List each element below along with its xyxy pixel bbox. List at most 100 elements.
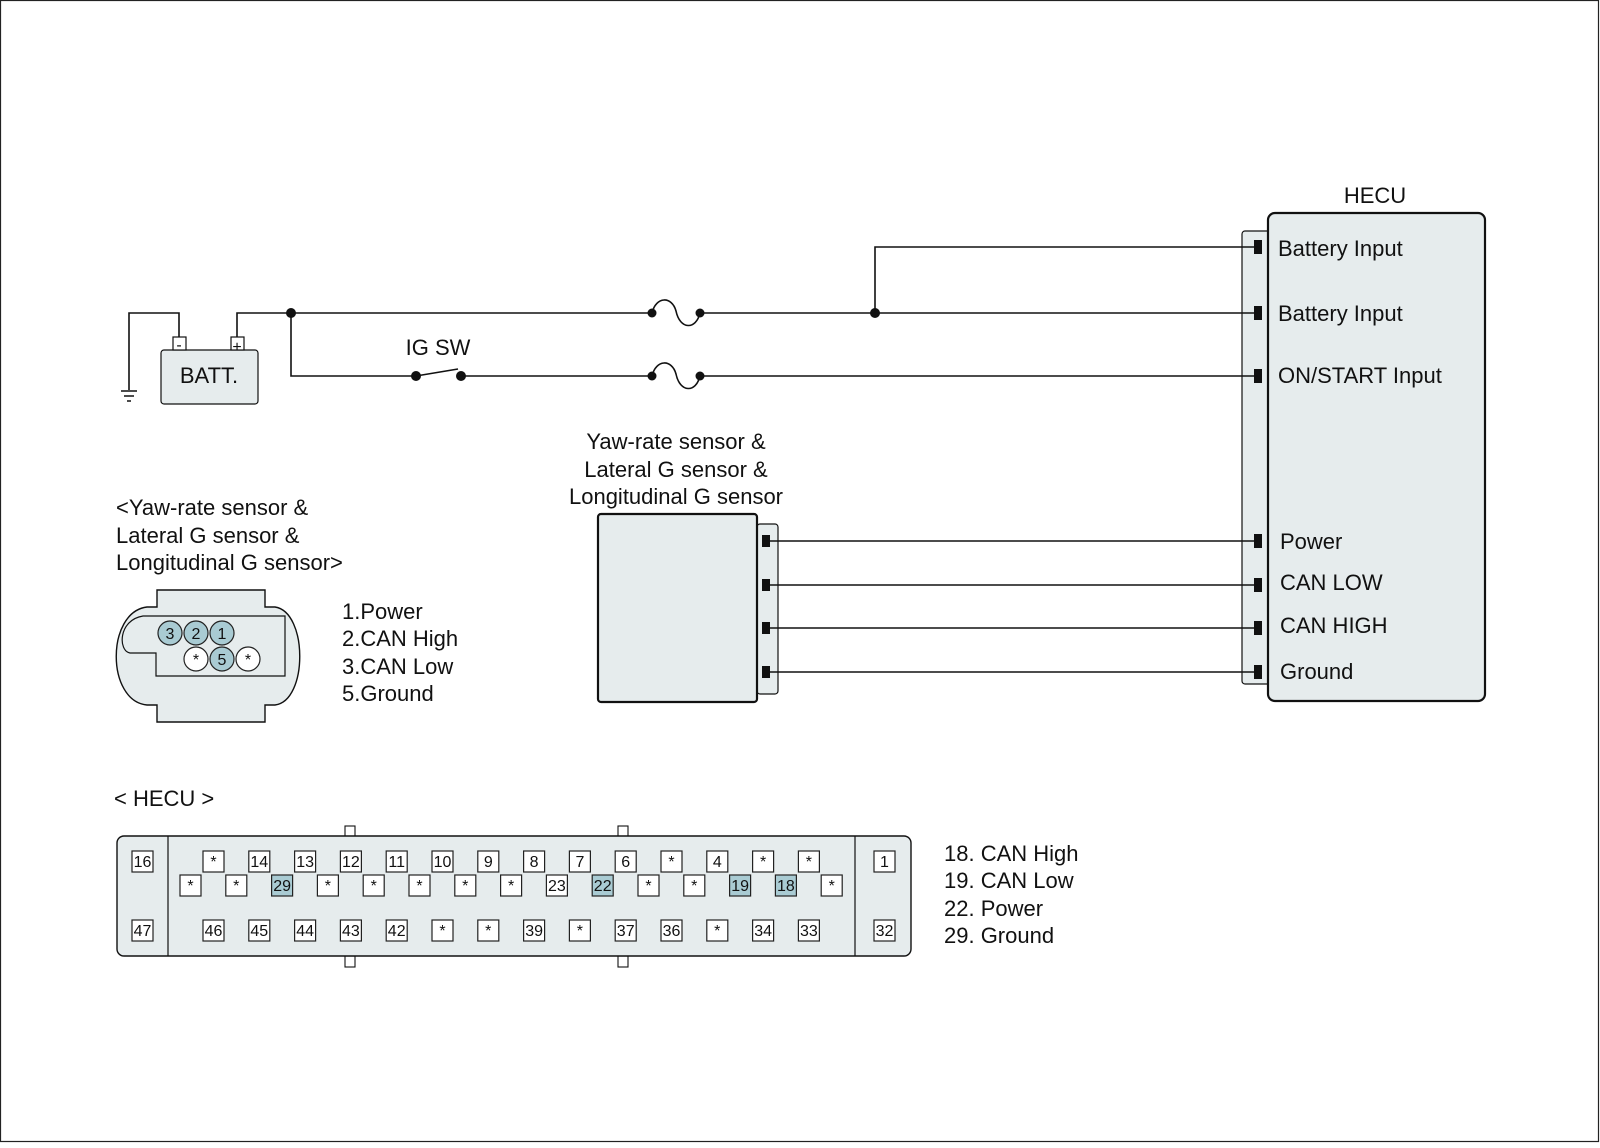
hecu-connector-pin [522,850,546,873]
hecu-connector-pin [131,850,154,873]
hecu-connector-pin [660,850,683,873]
sensor-title-line-2: Lateral G sensor & [584,457,768,482]
hecu-connector-pin-label: 12 [342,854,360,871]
hecu-connector-pin [568,850,592,873]
hecu-connector-pin [545,874,569,897]
hecu-connector-pin [294,919,317,942]
hecu-connector-pin [248,919,271,942]
hecu-connector-pin [774,874,798,897]
sensor-title-line-1: Yaw-rate sensor & [586,429,766,454]
ground-icon [121,390,137,402]
sensor-connector-pin-label: * [193,652,199,669]
sensor-module: Yaw-rate sensor & Lateral G sensor & Lon… [569,429,1258,704]
hecu-connector-pin [477,850,500,873]
hecu-connector-pin-label: * [485,923,491,940]
hecu-connector-pin [248,850,271,873]
hecu-connector-pin-label: 1 [880,854,889,871]
hecu-connector-pin [873,919,896,942]
sensor-connector-pin-label: 5 [218,652,227,669]
hecu-connector-pin-label: 37 [617,923,635,940]
hecu-connector-pin [500,874,523,897]
sensor-connector-title-line-1: <Yaw-rate sensor & [116,495,309,520]
hecu-connector-pin-label: * [577,923,583,940]
battery: BATT. - + [121,312,259,405]
hecu-connector-pin [271,874,294,897]
sensor-connector-view: <Yaw-rate sensor & Lateral G sensor & Lo… [115,495,458,723]
hecu-connector-pin [820,874,843,897]
battery-positive-wire [236,312,652,337]
hecu-connector-pin-label: * [829,878,835,895]
hecu-connector-pin [660,919,683,942]
hecu-connector-pin [316,874,339,897]
sensor-connector-pin [235,646,261,672]
hecu-connector-pin-label: 7 [575,854,584,871]
hecu-connector-pin [179,874,202,897]
hecu-title: HECU [1344,183,1406,208]
sensor-connector-inner-outline [121,615,286,677]
sensor-connector-pin [157,620,183,646]
hecu-terminal-power: Power [1280,529,1342,554]
hecu-connector-pin-label: * [233,878,239,895]
sensor-connector-pin [183,620,209,646]
hecu-connector-pin-label: 45 [250,923,268,940]
hecu-connector-pin-label: * [439,923,445,940]
hecu-connector-pin-label: * [714,923,720,940]
hecu-connector-pin [362,874,385,897]
hecu-connector-pin [706,850,729,873]
hecu-connector-pin-label: 23 [548,878,566,895]
sensor-terminal-marker [762,622,770,634]
hecu-connector-pin-label: 22 [594,878,612,895]
hecu-connector-pin [408,874,431,897]
sensor-title-line-3: Longitudinal G sensor [569,484,783,509]
hecu-connector-pin-label: 6 [621,854,630,871]
hecu-terminal-battery-input-1: Battery Input [1278,236,1403,261]
battery-plus-label: + [232,339,241,356]
hecu-connector-pin [637,874,660,897]
hecu-connector-pin-label: 13 [296,854,314,871]
battery-body [160,349,259,405]
hecu-connector-pin [797,850,821,873]
hecu-terminal-can-high: CAN HIGH [1280,613,1388,638]
sensor-connector-title-line-2: Lateral G sensor & [116,523,300,548]
sensor-to-hecu-wires [762,535,1258,678]
hecu-terminal-can-low: CAN LOW [1280,570,1383,595]
hecu-connector-pin-label: 8 [530,854,539,871]
sensor-connector-legend-4: 5.Ground [342,681,434,706]
hecu-connector-pin-label: * [462,878,468,895]
hecu-connector-pin [614,850,637,873]
hecu-connector-legend-4: 29. Ground [944,923,1054,948]
hecu-connector-pin [591,874,614,897]
hecu-connector-pin-label: 4 [713,854,722,871]
ig-switch-icon [415,368,459,377]
hecu-connector-pin-label: 42 [388,923,406,940]
ig-switch-label: IG SW [406,335,471,360]
hecu-terminal-on-start-input: ON/START Input [1278,363,1442,388]
hecu-connector-legend-2: 19. CAN Low [944,868,1074,893]
sensor-connector-pin-label: 3 [166,626,175,643]
hecu-connector-pin [431,850,454,873]
hecu-connector-pin-label: 19 [731,878,749,895]
hecu-connector-pin-label: 36 [663,923,681,940]
sensor-connector-pin-label: 1 [218,626,227,643]
sensor-connector-legend-1: 1.Power [342,599,423,624]
hecu-connector-pin-label: 14 [250,854,268,871]
sensor-connector-legend-3: 3.CAN Low [342,654,453,679]
hecu-connector-pin [454,874,477,897]
hecu-connector-pin [614,919,637,942]
hecu-connector-pin [873,850,896,873]
hecu-connector-pin [751,919,775,942]
hecu-body [1266,211,1487,703]
hecu-connector-pin [202,919,225,942]
hecu-connector-pin [339,850,362,873]
hecu-connector-pin-label: * [371,878,377,895]
hecu-connector-pin-label: * [668,854,674,871]
hecu-connector-pin-label: * [416,878,422,895]
hecu-connector-pin [385,919,408,942]
hecu-connector-pin-label: * [508,878,514,895]
hecu-connector-pin [431,919,454,942]
hecu-connector-pin [202,850,225,873]
